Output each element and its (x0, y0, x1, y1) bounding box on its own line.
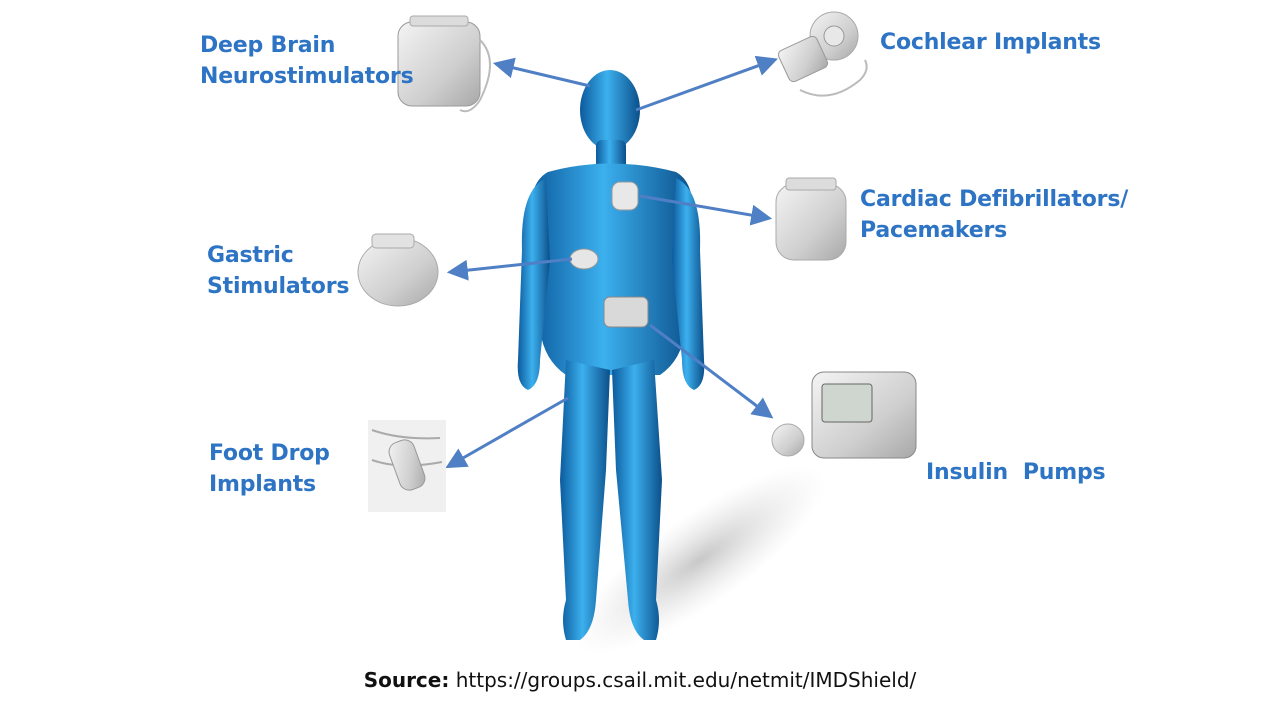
label-cochlear-line1: Cochlear Implants (880, 30, 1101, 55)
gastric-stimulator-image (357, 233, 439, 307)
arrow-insulin (649, 323, 774, 419)
label-foot-drop: Foot Drop Implants (209, 438, 330, 500)
pointer-arrows (445, 55, 778, 469)
defibrillator-image (775, 177, 847, 261)
source-citation: Source: https://groups.csail.mit.edu/net… (0, 668, 1280, 692)
label-foot-drop-line1: Foot Drop (209, 441, 330, 466)
source-prefix: Source: (363, 668, 450, 692)
source-url[interactable]: https://groups.csail.mit.edu/netmit/IMDS… (449, 668, 917, 692)
label-deep-brain-line1: Deep Brain (200, 33, 336, 58)
label-cochlear: Cochlear Implants (880, 27, 1101, 58)
arrow-deep-brain (492, 57, 591, 88)
label-gastric-line1: Gastric (207, 243, 294, 268)
foot-drop-implant-image (368, 420, 446, 512)
label-deep-brain: Deep Brain Neurostimulators (200, 30, 414, 92)
human-body (517, 70, 705, 640)
label-cardiac-line2: Pacemakers (860, 218, 1008, 243)
arrow-cardiac (639, 194, 773, 226)
label-cardiac-line1: Cardiac Defibrillators/ (860, 187, 1129, 212)
cochlear-image (777, 11, 868, 97)
label-insulin-line1: Insulin Pumps (926, 460, 1106, 485)
label-deep-brain-line2: Neurostimulators (200, 64, 414, 89)
label-cardiac: Cardiac Defibrillators/ Pacemakers (860, 184, 1128, 246)
waist-pump (603, 296, 649, 328)
chest-device (611, 181, 639, 211)
stomach-device (569, 248, 599, 270)
label-gastric-line2: Stimulators (207, 274, 350, 299)
neurostimulator-image (397, 15, 491, 113)
label-foot-drop-line2: Implants (209, 472, 316, 497)
arrow-gastric (446, 257, 573, 281)
arrow-foot-drop (445, 396, 569, 469)
insulin-pump-image (771, 371, 917, 459)
label-gastric: Gastric Stimulators (207, 240, 349, 302)
arrow-cochlear (635, 55, 778, 112)
label-insulin: Insulin Pumps (926, 395, 1106, 519)
